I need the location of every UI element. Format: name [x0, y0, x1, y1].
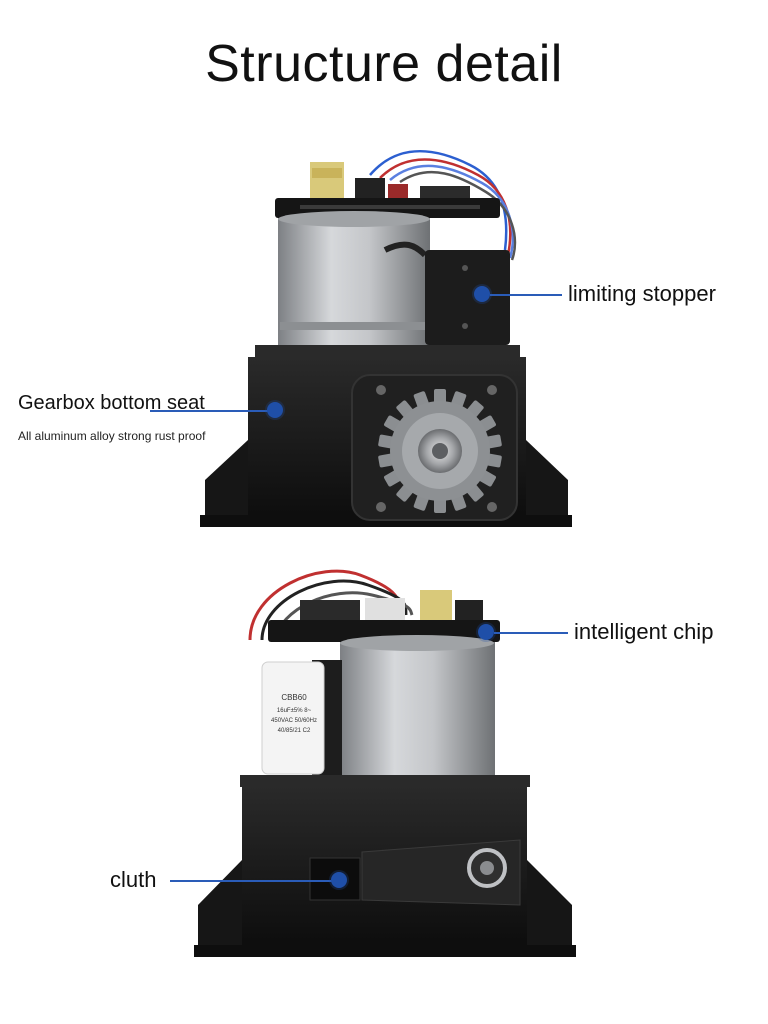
capacitor [261, 661, 325, 775]
label-limiting-stopper: limiting stopper [568, 281, 716, 306]
capacitor-line4: 40/85/21 C2 [278, 728, 311, 734]
leader-line-gearbox [150, 410, 268, 412]
gear-tooth [434, 389, 446, 405]
top-motor-unit [200, 150, 572, 527]
callout-dot-intelligent-chip [478, 624, 494, 640]
callout-dot-clutch [331, 872, 347, 888]
capacitor-line2: 16uF±5% 8~ [277, 708, 312, 714]
output-gear [378, 389, 502, 513]
limiting-stopper-part [425, 250, 510, 345]
callout-dot-gearbox [267, 402, 283, 418]
bottom-motor-unit [194, 569, 576, 957]
leader-line-intelligent-chip [494, 632, 568, 634]
gear-tooth [434, 497, 446, 513]
capacitor-line1: CBB60 [281, 693, 307, 702]
callout-dot-limiting-stopper [474, 286, 490, 302]
label-gearbox-bottom-seat: Gearbox bottom seat [18, 392, 205, 414]
label-intelligent-chip: intelligent chip [574, 619, 714, 644]
label-gearbox-subtitle: All aluminum alloy strong rust proof [18, 429, 206, 443]
leader-line-limiting-stopper [490, 294, 562, 296]
label-clutch: cluth [110, 867, 157, 892]
leader-line-clutch [170, 880, 332, 882]
page-title: Structure detail [205, 35, 563, 93]
capacitor-line3: 450VAC 50/60Hz [271, 718, 317, 724]
capacitor-text: CBB60 16uF±5% 8~ 450VAC 50/60Hz 40/85/21… [271, 693, 317, 734]
